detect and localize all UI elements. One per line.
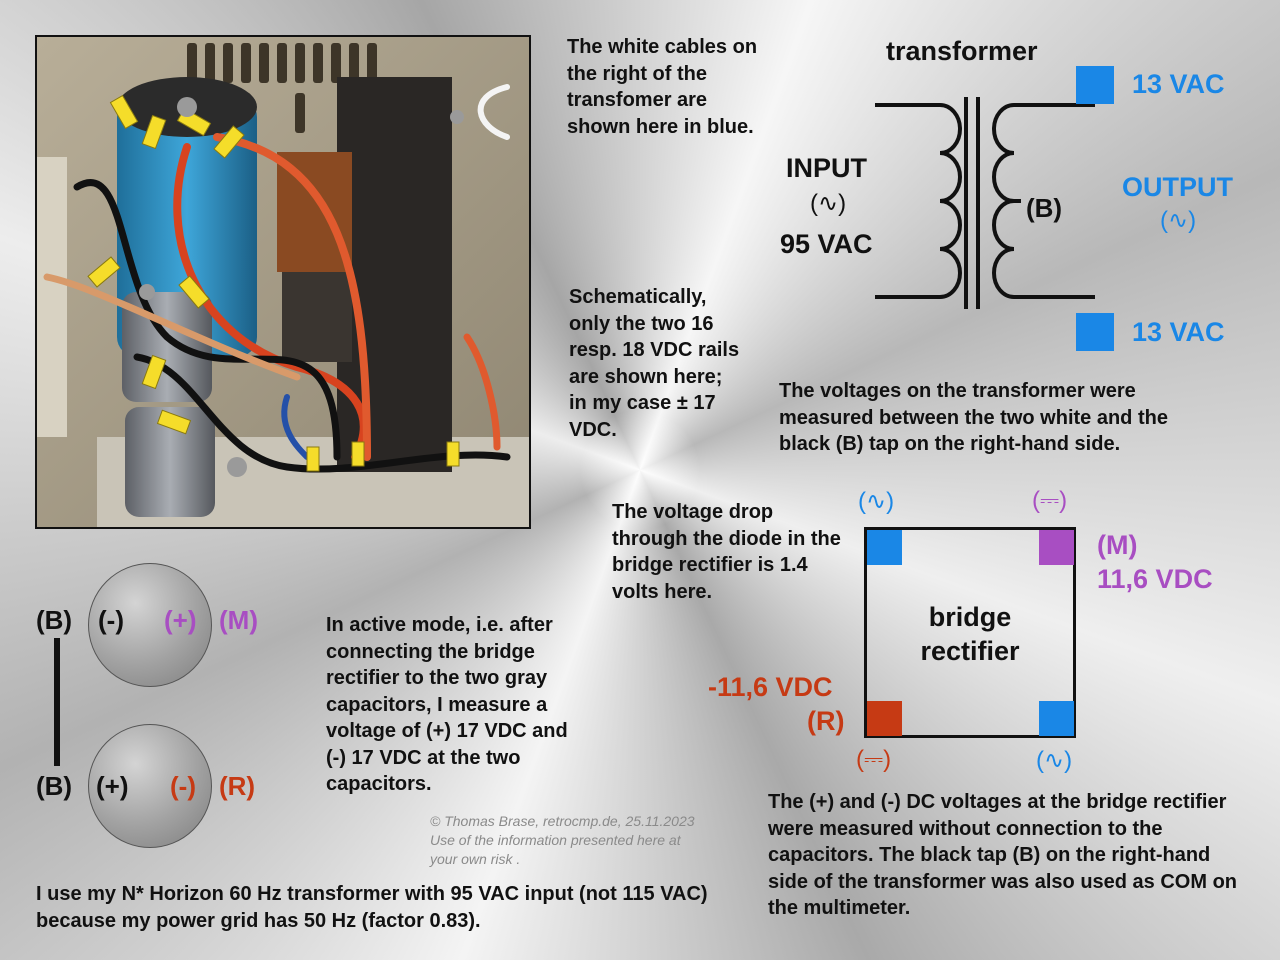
rectifier-dc-negative	[867, 701, 902, 736]
input-label: INPUT	[786, 153, 867, 183]
output-label: OUTPUT	[1122, 172, 1233, 202]
rectifier-dc-positive	[1039, 530, 1074, 565]
rectifier-ac-bottom-right	[1039, 701, 1074, 736]
note-white-cables: The white cables on the right of the tra…	[567, 36, 758, 138]
note-schematic: Schematically, only the two 16 resp. 18 …	[569, 286, 740, 441]
cap-top-tap-label: (B)	[36, 605, 73, 635]
photo-illustration	[37, 37, 529, 527]
note-diode-drop: The voltage drop through the diode in th…	[612, 501, 841, 603]
cap-bottom-rail-label: (R)	[219, 771, 256, 801]
output-bottom-voltage: 13 VAC	[1132, 317, 1225, 347]
copyright-line3: your own risk .	[430, 851, 521, 867]
rectifier-r-label: (R)	[807, 706, 845, 736]
rectifier-ac-top-symbol: (∿)	[858, 488, 895, 515]
copyright-line1: © Thomas Brase, retrocmp.de, 25.11.2023	[430, 813, 695, 829]
rectifier-dc-bottom-symbol: (⎓)	[856, 746, 892, 773]
note-horizon: I use my N* Horizon 60 Hz transformer wi…	[36, 883, 708, 932]
note-dc-measured: The (+) and (-) DC voltages at the bridg…	[768, 791, 1238, 919]
center-tap-label: (B)	[1026, 193, 1063, 223]
cap-bottom-tap-label: (B)	[36, 771, 73, 801]
tap-connection-line	[54, 638, 60, 766]
capacitor-bottom	[88, 724, 212, 848]
cap-top-minus-label: (-)	[98, 605, 124, 635]
output-top-voltage: 13 VAC	[1132, 69, 1225, 99]
rectifier-label-line1: bridge	[928, 602, 1012, 632]
rectifier-m-voltage: 11,6 VDC	[1097, 564, 1213, 594]
capacitor-top	[88, 563, 212, 687]
rectifier-dc-top-symbol: (⎓)	[1032, 487, 1068, 514]
rectifier-label: bridge rectifier	[864, 600, 1076, 668]
rectifier-ac-top-left	[867, 530, 902, 565]
rectifier-label-line2: rectifier	[920, 636, 1020, 666]
rectifier-r-voltage: -11,6 VDC	[708, 672, 833, 702]
cap-bottom-minus-label: (-)	[170, 771, 196, 801]
input-voltage: 95 VAC	[780, 229, 873, 259]
output-bottom-terminal	[1076, 313, 1114, 351]
transformer-photo	[35, 35, 531, 529]
note-active-mode: In active mode, i.e. after connecting th…	[326, 614, 568, 795]
transformer-symbol	[875, 97, 1095, 309]
output-ac-symbol: (∿)	[1160, 207, 1197, 234]
rectifier-m-label: (M)	[1097, 530, 1138, 560]
bridge-rectifier-box	[864, 527, 1076, 738]
cap-top-rail-label: (M)	[219, 605, 258, 635]
transformer-title: transformer	[886, 36, 1038, 66]
output-top-terminal	[1076, 66, 1114, 104]
cap-top-plus-label: (+)	[164, 605, 197, 635]
copyright-line2: Use of the information presented here at	[430, 832, 681, 848]
input-ac-symbol: (∿)	[810, 190, 847, 217]
copyright-notice: © Thomas Brase, retrocmp.de, 25.11.2023 …	[430, 812, 695, 869]
rectifier-ac-bottom-symbol: (∿)	[1036, 747, 1073, 774]
cap-bottom-plus-label: (+)	[96, 771, 129, 801]
note-voltages: The voltages on the transformer were mea…	[779, 380, 1168, 455]
